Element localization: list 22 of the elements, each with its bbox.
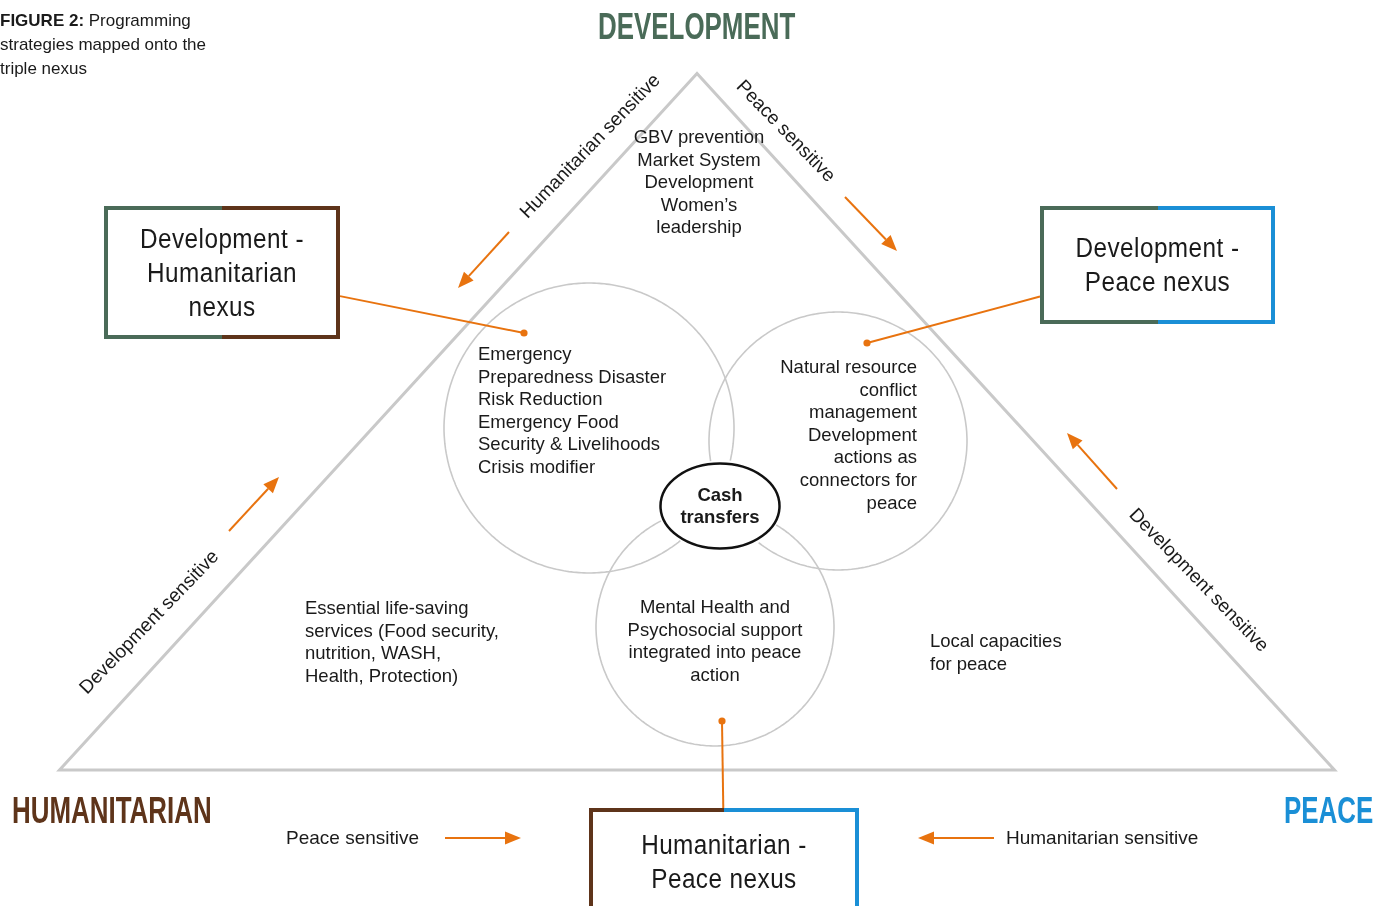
leader-line xyxy=(718,717,726,809)
side-label: Peace sensitive xyxy=(286,827,420,849)
leader-line xyxy=(863,295,1041,347)
ellipse xyxy=(659,462,781,550)
strategy-text: Mental Health and Psychosocial support integrated into peace action xyxy=(626,596,804,687)
nexus-title: Development - Humanitarian nexus xyxy=(139,222,305,324)
corner-heading: PEACE xyxy=(1284,790,1374,832)
corner-heading: HUMANITARIAN xyxy=(12,790,212,832)
nexus-title: Development - Peace nexus xyxy=(1074,232,1241,299)
strategy-text: Local capacities for peace xyxy=(930,630,1063,676)
nexus-box xyxy=(104,206,340,339)
side-label: Humanitarian sensitive xyxy=(1006,827,1199,849)
nexus-box xyxy=(1040,206,1275,324)
nexus-title: Humanitarian - Peace nexus xyxy=(640,829,808,896)
strategy-text: Essential life-saving services (Food security, nutrition, WASH, Health, Protection) xyxy=(305,597,500,688)
nexus-box xyxy=(589,808,859,906)
figure-caption: FIGURE 2: Programming strategies mapped onto the triple nexus xyxy=(0,10,208,80)
strategy-text: Natural resource conflict management Development actions as connectors for peace xyxy=(779,356,917,515)
leader-line xyxy=(339,295,528,337)
corner-heading: DEVELOPMENT xyxy=(598,6,796,48)
node-text: Cash transfers xyxy=(679,483,761,529)
strategy-text: Emergency Preparedness Disaster Risk Reduction Emergency Food Security & Livelihoods Crisis modifier xyxy=(478,343,668,479)
